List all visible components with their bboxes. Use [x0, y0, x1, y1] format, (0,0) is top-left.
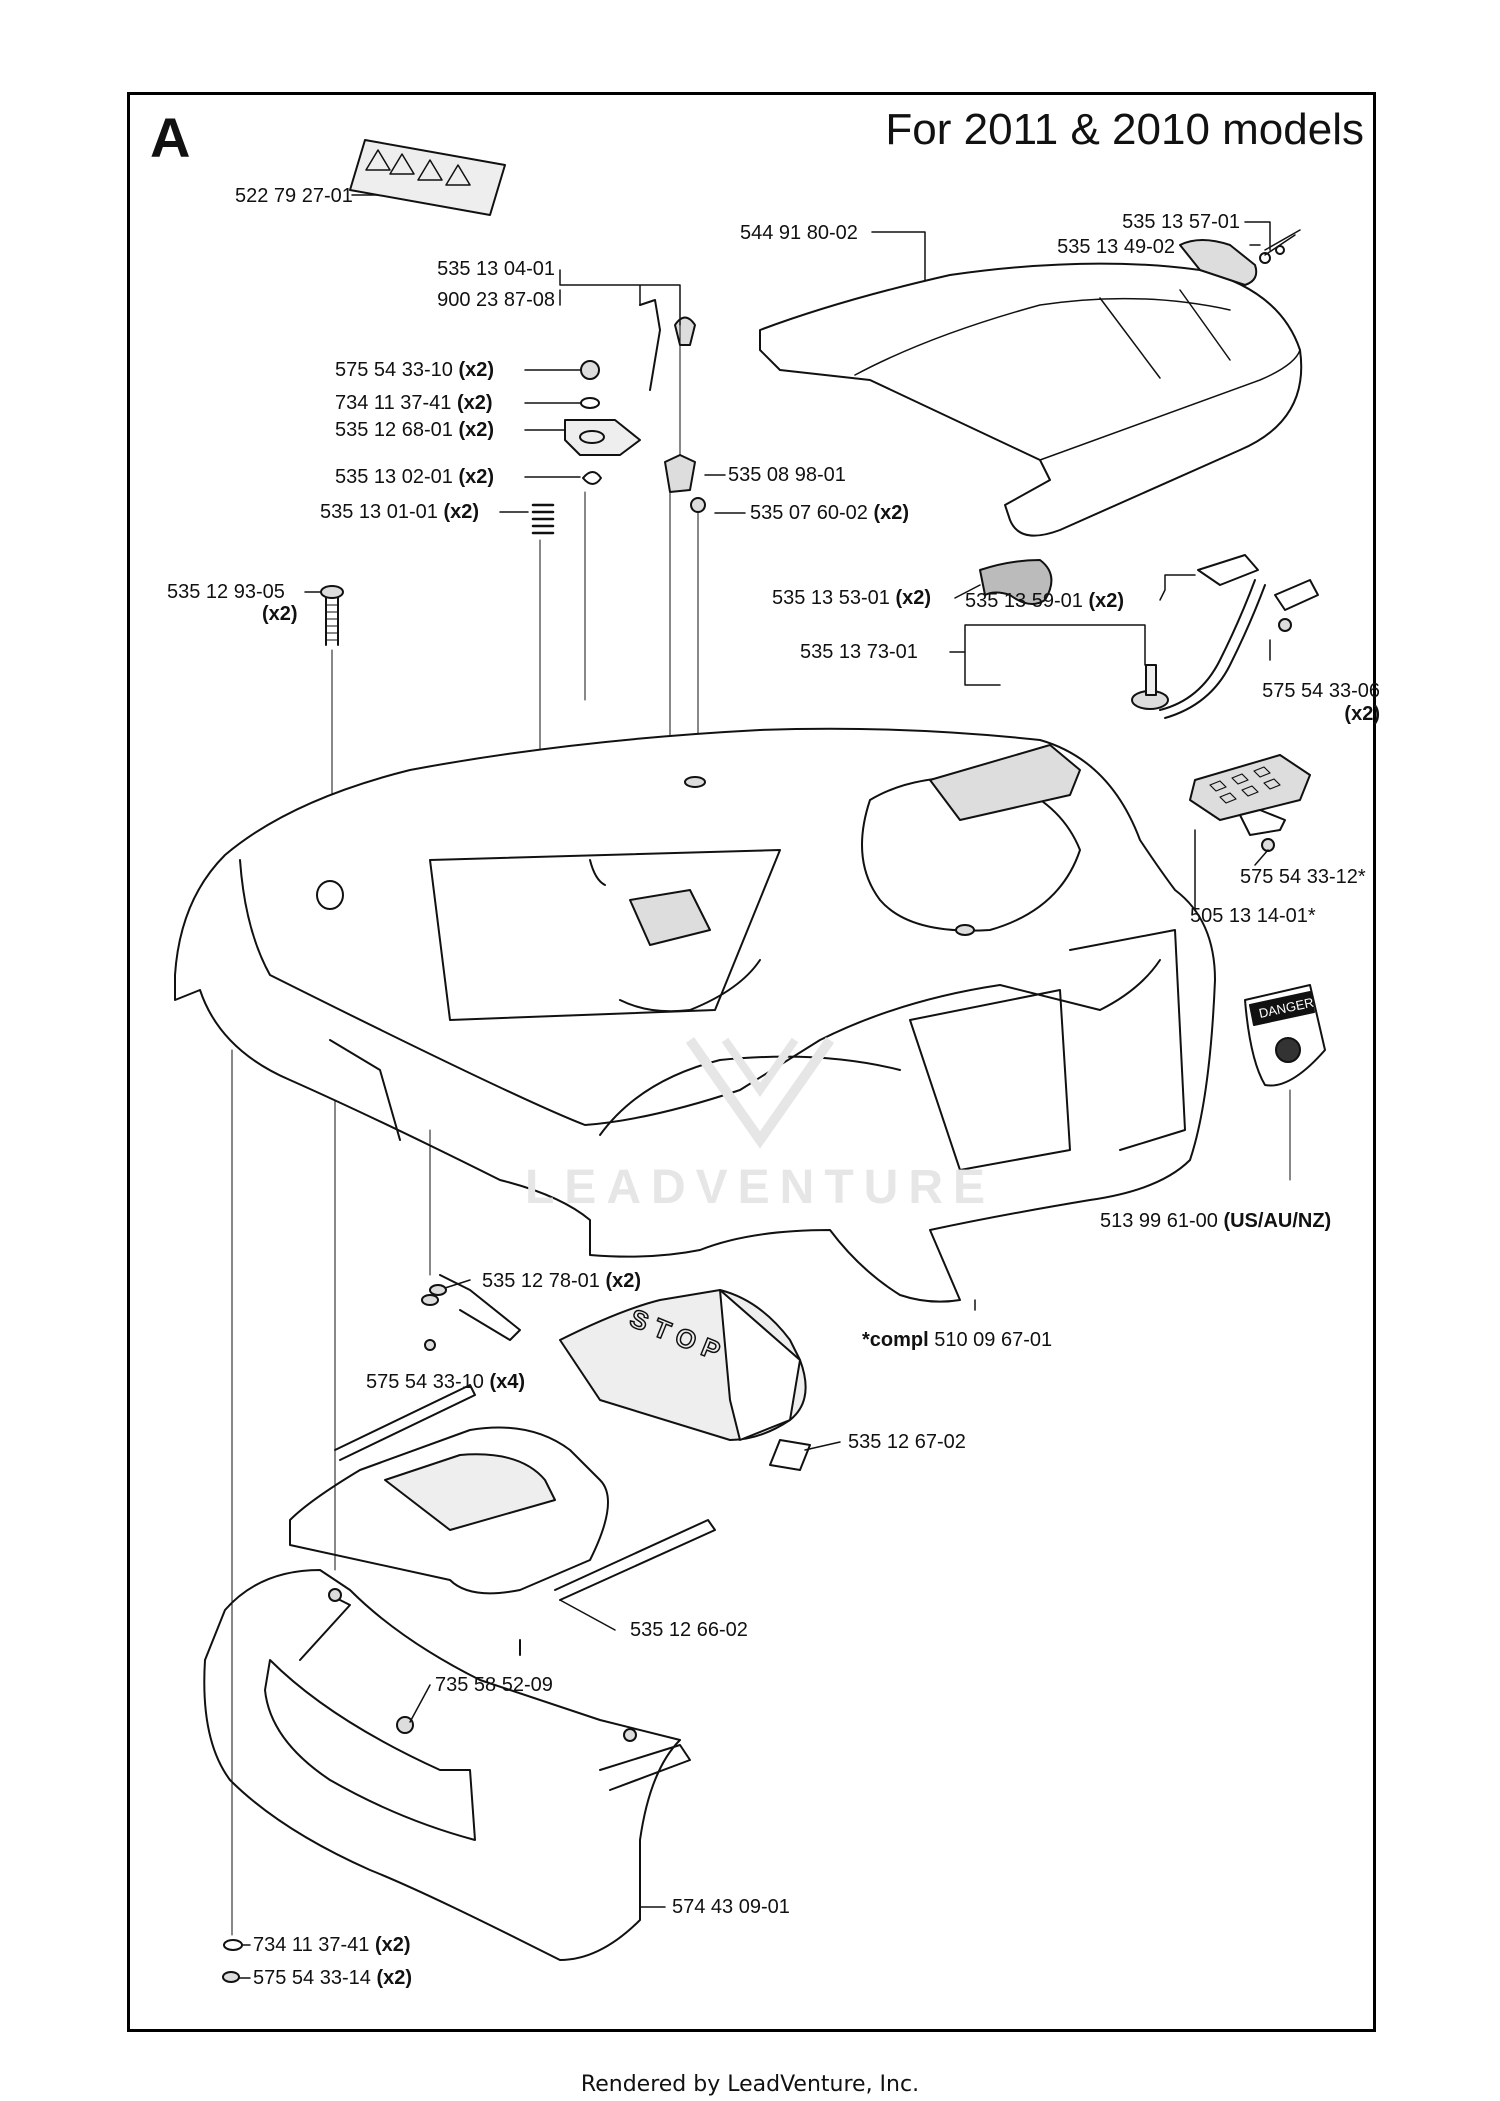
part-label: 535 08 98-01 — [728, 464, 846, 486]
part-label: 535 13 49-02 — [1057, 236, 1175, 258]
part-label: 544 91 80-02 — [740, 222, 858, 244]
hinge-assembly-illustration — [979, 554, 1319, 719]
part-label: 535 13 53-01 (x2) — [772, 587, 932, 609]
diagram-frame — [127, 92, 1376, 2032]
part-label: 522 79 27-01 — [235, 185, 353, 207]
part-label: *compl 510 09 67-01 — [862, 1329, 1053, 1351]
part-label: 734 11 37-41 (x2) — [253, 1934, 411, 1956]
part-label: 535 12 68-01 (x2) — [335, 419, 495, 441]
front-bumper-illustration — [203, 1569, 691, 1961]
part-label: 575 54 33-06 — [1262, 680, 1380, 702]
part-label: 535 12 78-01 (x2) — [482, 1270, 642, 1292]
part-label: 535 13 04-01 — [437, 258, 555, 280]
part-label: 575 54 33-10 (x2) — [335, 359, 495, 381]
part-label: 535 12 67-02 — [848, 1431, 966, 1453]
part-label: 900 23 87-08 — [437, 289, 555, 311]
part-label: 535 13 57-01 — [1122, 211, 1240, 233]
watermark-text: LEADVENTURE — [524, 1161, 996, 1214]
warning-decal-illustration — [349, 139, 506, 216]
front-plate-illustration — [289, 1384, 716, 1656]
part-label: 535 12 66-02 — [630, 1619, 748, 1641]
bracket-stack-illustration — [531, 360, 641, 771]
part-label: 535 12 93-05 — [167, 581, 285, 603]
leadventure-watermark-logo — [685, 1037, 835, 1149]
bottom-fastener-illustration — [222, 1049, 431, 1983]
stop-button-illustration — [421, 1274, 811, 1471]
part-label: 535 13 01-01 (x2) — [320, 501, 480, 523]
part-label: 734 11 37-41 (x2) — [335, 392, 493, 414]
danger-decal-illustration — [1244, 984, 1326, 1181]
part-label: 735 58 52-09 — [435, 1674, 553, 1696]
page-title: For 2011 & 2010 models — [885, 105, 1364, 154]
body-shell-illustration — [174, 727, 1216, 1303]
leader-lines — [239, 194, 1271, 1979]
part-label: 575 54 33-14 (x2) — [253, 1967, 413, 1989]
cable-tie-illustration — [639, 299, 696, 391]
part-label: 574 43 09-01 — [672, 1896, 790, 1918]
part-label: (x2) — [262, 603, 298, 625]
part-label: 535 07 60-02 (x2) — [750, 502, 910, 524]
part-label: 505 13 14-01* — [1190, 905, 1316, 927]
part-label: 513 99 61-00 (US/AU/NZ) — [1100, 1210, 1332, 1232]
part-label: 575 54 33-10 (x4) — [366, 1371, 526, 1393]
section-letter: A — [150, 106, 191, 169]
part-label: 535 13 59-01 (x2) — [965, 590, 1125, 612]
footer-credit: Rendered by LeadVenture, Inc. — [580, 2072, 920, 2097]
part-label: 535 13 73-01 — [800, 641, 918, 663]
part-label: 575 54 33-12* — [1240, 866, 1366, 888]
hatch-latch-illustration — [1179, 229, 1301, 286]
top-cover-illustration — [759, 262, 1303, 537]
part-label: (x2) — [1344, 703, 1380, 725]
part-label: 535 13 02-01 (x2) — [335, 466, 495, 488]
keypad-illustration — [1189, 754, 1311, 852]
